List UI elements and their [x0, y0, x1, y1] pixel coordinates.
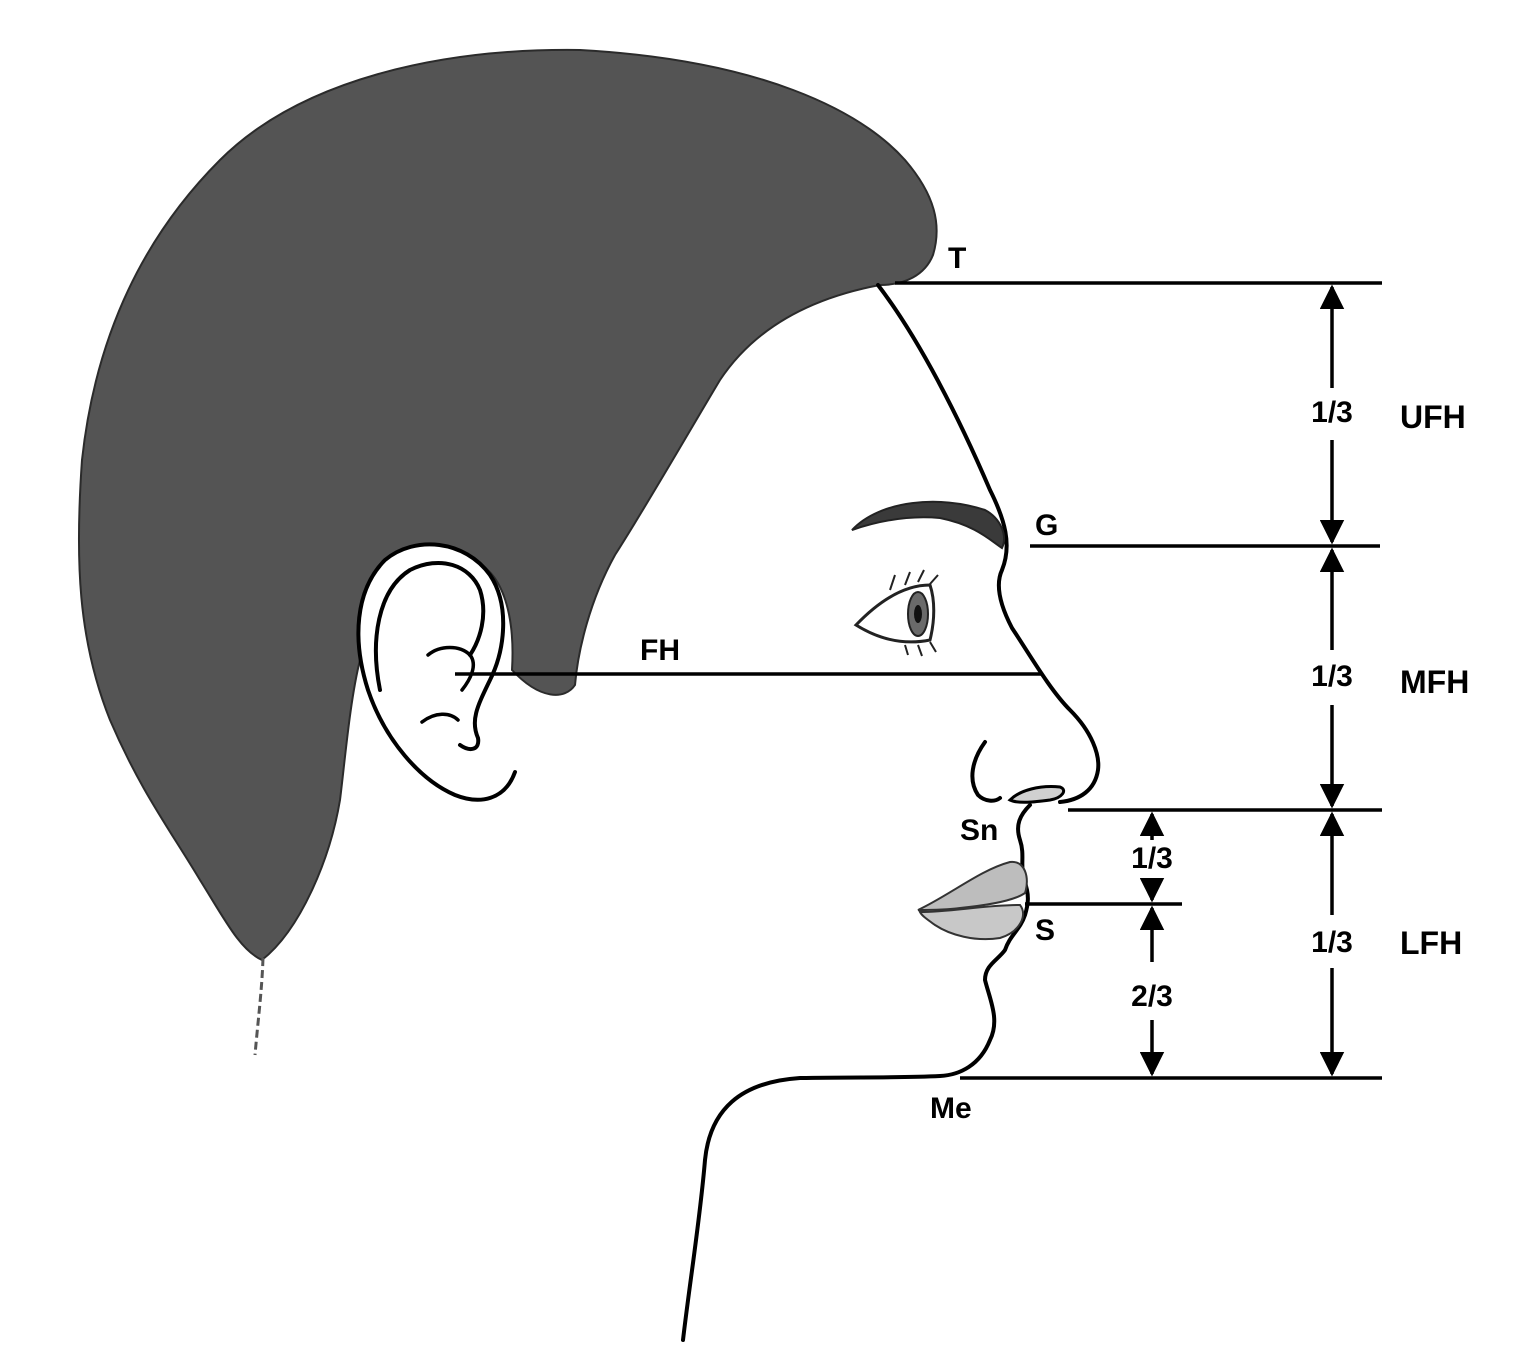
fraction-upper-third: 1/3 — [1311, 396, 1353, 429]
eye — [853, 569, 939, 657]
upper-lip — [917, 860, 1028, 911]
label-glabella: G — [1035, 509, 1058, 542]
label-frankfort: FH — [640, 634, 680, 667]
fraction-lower-lip-chin: 2/3 — [1131, 980, 1173, 1013]
ear — [356, 542, 517, 802]
hair-shape — [77, 48, 938, 962]
label-stomion: S — [1035, 914, 1055, 947]
region-lower-face-height: LFH — [1400, 925, 1462, 961]
fraction-middle-third: 1/3 — [1311, 660, 1353, 693]
fraction-upper-lip: 1/3 — [1131, 842, 1173, 875]
label-menton: Me — [930, 1092, 972, 1125]
fraction-lower-third: 1/3 — [1311, 926, 1353, 959]
sideburn-strand — [253, 957, 265, 1056]
nostril — [1007, 785, 1066, 804]
label-trichion: T — [948, 242, 966, 275]
region-middle-face-height: MFH — [1400, 664, 1469, 700]
eyebrow — [851, 500, 1005, 550]
label-subnasale: Sn — [960, 814, 998, 847]
nose-wing — [970, 740, 1002, 803]
region-upper-face-height: UFH — [1400, 399, 1466, 435]
lower-lip — [918, 903, 1025, 941]
face-profile-line — [681, 283, 1101, 1342]
